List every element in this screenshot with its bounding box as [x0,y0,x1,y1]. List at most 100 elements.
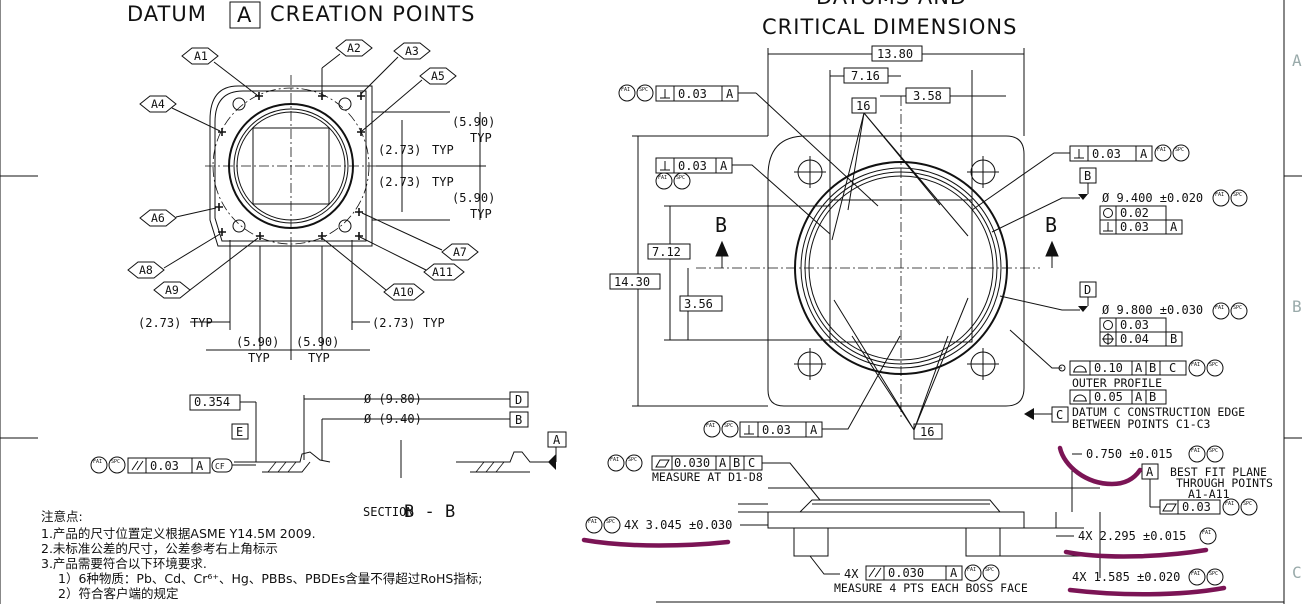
dim-1380: 13.80 [877,47,913,61]
dim-16-bottom: 16 [920,425,934,439]
datum-d-letter: D [1084,283,1091,297]
datum-point-label-a5: A5 [431,69,445,83]
section-profile-left [234,451,331,473]
fcf-flatness-ref-c: C [748,456,755,470]
dim-1430: 14.30 [614,275,650,289]
dim-273-left-typ: TYP [191,316,213,330]
left-hole-tr [338,97,352,111]
dim-590-right-typ: TYP [308,351,330,365]
dim-2295: 4X 2.295 ±0.015 [1078,529,1186,543]
right-view: DATUMS AND CRITICAL DIMENSIONS 13.80 7.1… [585,0,1273,595]
left-part-inner-outline [214,90,367,242]
datum-point-label-a10: A10 [393,285,414,299]
section-id: B - B [404,502,455,522]
datum-b-left: B [515,413,522,427]
datum-point-label-a9: A9 [165,283,179,297]
dim-16-top: 16 [856,99,870,113]
fai-badge: FAI [1191,362,1200,368]
dim-716-box [843,67,889,84]
marker-underline-3045 [581,537,731,548]
datum-point-a10: A10 [321,237,425,301]
fai-badge: FAI [1202,530,1211,536]
best-fit-line-3: A1-A11 [1188,487,1230,501]
best-fit-flatness-value: 0.03 [1182,500,1211,514]
fai-badge: FAI [93,459,102,465]
dim-358: 3.58 [913,89,942,103]
fcf-flatness-ref-b: B [733,456,740,470]
fcf-profile2-value: 0.05 [1094,390,1123,404]
left-title-datum: DATUM [127,2,207,26]
section-label: SECTION [363,505,414,519]
fcf-parallel-boss: 4X 0.030 A FAI SPC MEASURE 4 PTS EACH BO… [809,555,1028,595]
fai-badge: FAI [1225,501,1234,507]
fcf-flatness-value: 0.030 [674,456,710,470]
left-flatness-value: 0.03 [150,459,179,473]
fcf-circularity-value: 0.02 [1120,206,1149,220]
section-arrow-b-left: B [715,213,727,237]
dim-590-bottom: (5.90) [452,191,495,205]
dim-dia-980: Ø (9.80) [364,392,422,406]
left-hole-br [338,219,352,233]
left-hole-bl [232,219,246,233]
spc-badge: SPC [1233,305,1242,311]
dim-1585: 4X 1.585 ±0.020 [1072,570,1180,584]
marker-annotations [581,445,1227,597]
fai-badge: FAI [1215,192,1224,198]
section-profile-right [456,451,556,473]
dim-590-top-typ: TYP [470,131,492,145]
dim-273-left: (2.73) [138,316,181,330]
datum-d-left: D [515,393,522,407]
fcf-position-value: 0.04 [1120,332,1149,346]
fcf-perp-mid-left: 0.03 A FAI SPC [655,157,831,235]
dim-1430-box [609,273,661,290]
dim-590-left: (5.90) [236,335,279,349]
dim-712: 7.12 [652,245,681,259]
datum-point-a4: A4 [139,95,221,132]
fai-badge: FAI [1191,571,1200,577]
dim-590-top: (5.90) [452,115,495,129]
fcf-profile2-ref-b: B [1149,390,1156,404]
spc-badge: SPC [1233,192,1242,198]
datum-point-label-a2: A2 [347,41,361,55]
right-mount-holes [794,156,999,380]
dim-16-bottom-box [913,423,943,440]
dim-712-box [647,243,691,260]
spc-badge: SPC [985,567,994,573]
leader-16-top [831,112,969,241]
right-part-outline [767,135,1025,407]
measure-d-note: MEASURE AT D1-D8 [652,470,763,484]
fcf-perp-value: 0.03 [1120,220,1149,234]
spc-badge: SPC [724,423,733,429]
fcf-perp-top-left: FAI SPC 0.03 A [618,84,879,207]
fcf-profile-ref-a: A [1135,361,1143,375]
spc-badge: SPC [1209,362,1218,368]
datum-point-label-a6: A6 [151,211,165,225]
boss-count: 4X [844,567,859,581]
fcf-ref: A [720,159,728,173]
datum-c-note-1: DATUM C CONSTRUCTION EDGE [1072,405,1245,419]
datum-e-box [231,423,249,440]
left-view: DATUM A CREATION POINTS [90,1,567,522]
dim-273-upper: (2.73) [378,143,421,157]
datum-point-a9: A9 [153,237,259,299]
dim-1380-box [871,45,923,62]
fcf-value: 0.03 [678,159,707,173]
spc-badge: SPC [1243,501,1252,507]
fcf-value: 0.03 [678,87,707,101]
dim-2295-callout: 4X 2.295 ±0.015 FAI [1056,527,1217,545]
zone-letter-a: A [1292,51,1302,70]
marker-underline-1585 [1067,585,1227,597]
fai-badge: FAI [610,457,619,463]
fai-badge: FAI [1215,305,1224,311]
notes-block: 注意点: 1.产品的尺寸位置定义根据ASME Y14.5M 2009. 2.未标… [41,509,483,601]
fai-badge: FAI [658,175,667,181]
datum-b-letter: B [1084,169,1091,183]
datum-a-triangle-left [548,454,556,470]
fcf-position-ref: B [1170,332,1177,346]
measure-boss-note: MEASURE 4 PTS EACH BOSS FACE [834,581,1028,595]
spc-badge: SPC [628,457,637,463]
spc-badge: SPC [1209,448,1218,454]
fcf-flatness-measure-d: FAI SPC 0.030 A B C MEASURE AT D1-D8 [607,454,821,501]
